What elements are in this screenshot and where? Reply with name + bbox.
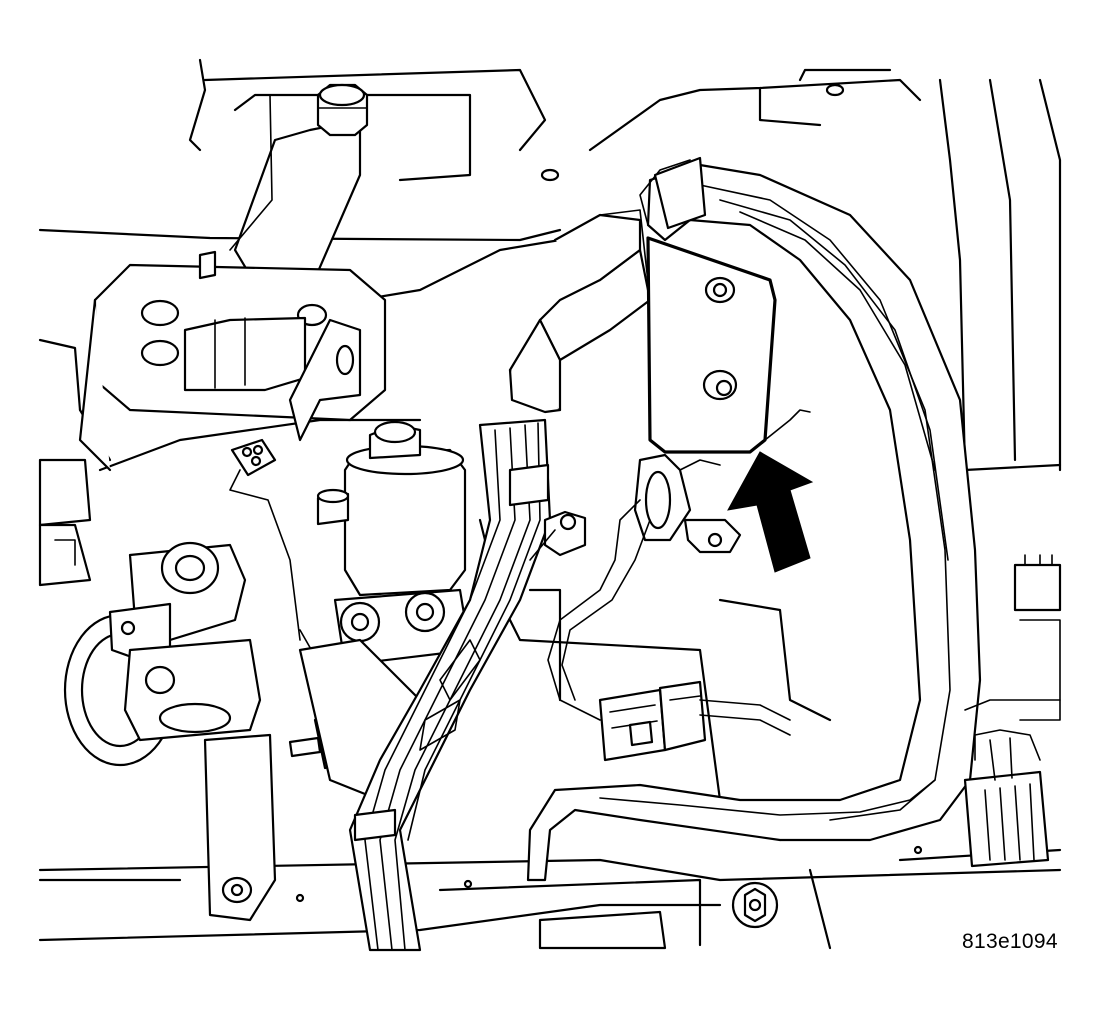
arrow-icon xyxy=(728,452,812,572)
ground-stud xyxy=(530,512,585,560)
fastener-holes xyxy=(297,85,921,901)
right-connectors xyxy=(965,555,1060,866)
steering-shaft xyxy=(65,543,275,920)
wire-clip xyxy=(548,410,810,720)
lower-bolt xyxy=(733,883,777,927)
target-bracket xyxy=(648,238,775,452)
harness-sleeve xyxy=(510,210,650,412)
figure-id-label: 813e1094 xyxy=(962,930,1058,953)
curved-tube xyxy=(528,158,980,880)
left-housing xyxy=(40,460,90,585)
multi-pin-connector xyxy=(600,682,790,760)
small-connector xyxy=(230,440,300,640)
center-mount xyxy=(318,422,470,665)
mounting-block xyxy=(80,252,385,470)
upper-bracket xyxy=(230,85,367,300)
wiring-harness xyxy=(350,420,550,950)
